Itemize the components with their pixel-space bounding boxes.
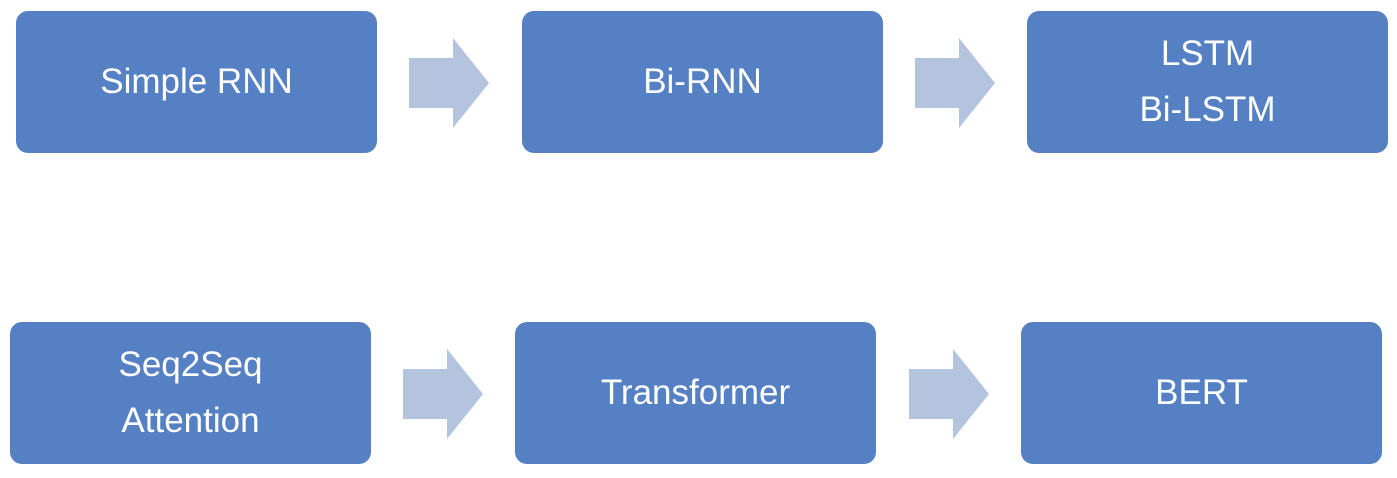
box-label-line-2: Bi-LSTM — [1139, 90, 1276, 129]
box-simple-rnn: Simple RNN — [16, 11, 377, 153]
right-arrow-icon — [403, 349, 483, 439]
box-label-line-2: Attention — [121, 401, 260, 440]
box-label-line-1: LSTM — [1160, 34, 1255, 73]
box-bert: BERT — [1021, 322, 1382, 464]
right-arrow-icon — [909, 349, 989, 439]
box-bi-rnn: Bi-RNN — [522, 11, 883, 153]
box-label-line-1: Seq2Seq — [118, 345, 263, 384]
box-label: Bi-RNN — [643, 62, 762, 101]
box-seq2seq: Seq2Seq Attention — [10, 322, 371, 464]
box-transformer: Transformer — [515, 322, 876, 464]
box-label: Simple RNN — [100, 62, 293, 101]
box-label: BERT — [1155, 373, 1248, 412]
right-arrow-icon — [409, 38, 489, 128]
right-arrow-icon — [915, 38, 995, 128]
box-label: Transformer — [600, 373, 791, 412]
box-lstm: LSTM Bi-LSTM — [1027, 11, 1388, 153]
